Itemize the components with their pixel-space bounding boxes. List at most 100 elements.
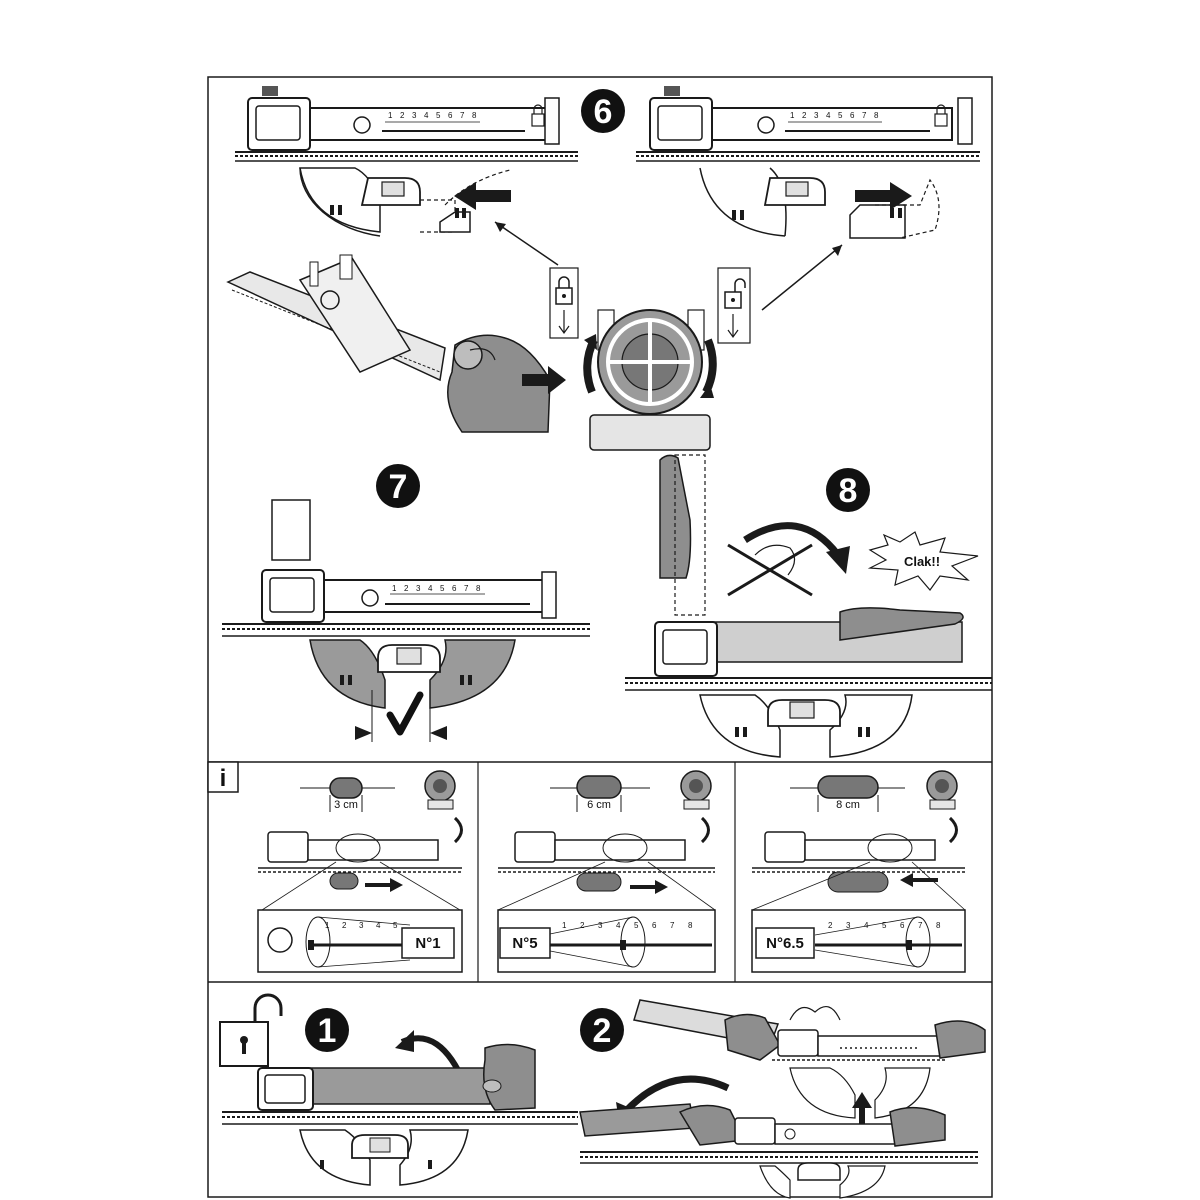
step1-unlock-icon — [219, 993, 283, 1067]
svg-text:6: 6 — [900, 921, 905, 930]
step1-device — [222, 1043, 578, 1186]
info-panel-1: 3 cm 1 2 3 4 5 N°1 — [257, 770, 463, 973]
svg-text:8: 8 — [936, 921, 941, 930]
step8-device — [625, 607, 992, 758]
step8-badge: 8 — [826, 468, 870, 512]
svg-text:3: 3 — [598, 921, 603, 930]
step2-up-arrowhead — [852, 1092, 872, 1108]
setting-marker-3 — [906, 940, 912, 950]
tick-3: 3 — [814, 111, 819, 120]
info-panel-2: 6 cm 1 2 3 4 5 6 7 8 N°5 — [497, 770, 716, 973]
tick-7: 7 — [460, 111, 465, 120]
step2-lower-device — [579, 1103, 978, 1199]
step6-right-scale: 1 2 3 4 5 6 7 8 — [788, 111, 882, 123]
step6-right-lock-icon — [934, 104, 948, 127]
tick-4: 4 — [424, 111, 429, 120]
tick-6: 6 — [850, 111, 855, 120]
step2-upper-device — [633, 999, 986, 1119]
tick-4: 4 — [428, 584, 433, 593]
step8-number: 8 — [839, 472, 858, 510]
step1-number: 1 — [318, 1012, 337, 1050]
step7-number: 7 — [389, 468, 408, 506]
tick-5: 5 — [440, 584, 445, 593]
checkmark-icon — [386, 691, 424, 736]
tick-5: 5 — [436, 111, 441, 120]
setting-marker-2 — [620, 940, 626, 950]
hand-turning-knob — [447, 334, 551, 433]
rail-perspective — [226, 254, 446, 382]
step7-badge: 7 — [376, 464, 420, 508]
svg-text:7: 7 — [918, 921, 923, 930]
svg-text:3: 3 — [846, 921, 851, 930]
info-panel-3: 8 cm 2 3 4 5 6 7 8 N°6.5 — [751, 770, 966, 973]
tick-2: 2 — [404, 584, 409, 593]
tick-8: 8 — [472, 111, 477, 120]
svg-text:8: 8 — [688, 921, 693, 930]
tick-6: 6 — [448, 111, 453, 120]
svg-text:5: 5 — [634, 921, 639, 930]
tick-8: 8 — [874, 111, 879, 120]
tick-7: 7 — [464, 584, 469, 593]
svg-text:1: 1 — [325, 921, 330, 930]
tick-8: 8 — [476, 584, 481, 593]
tick-1: 1 — [392, 584, 397, 593]
width-label-2: 6 cm — [587, 799, 611, 811]
setting-label-2: N°5 — [512, 935, 537, 952]
tick-3: 3 — [416, 584, 421, 593]
svg-text:2: 2 — [828, 921, 833, 930]
step2-badge: 2 — [580, 1008, 624, 1052]
svg-text:4: 4 — [864, 921, 869, 930]
svg-text:2: 2 — [580, 921, 585, 930]
svg-text:4: 4 — [616, 921, 621, 930]
step7-scale: 1 2 3 4 5 6 7 8 — [390, 584, 485, 595]
step6-badge: 6 — [581, 89, 625, 133]
step2-number: 2 — [593, 1012, 612, 1050]
svg-text:2: 2 — [342, 921, 347, 930]
knob-closeup — [583, 309, 717, 451]
step6-number: 6 — [594, 93, 613, 131]
setting-label-3: N°6.5 — [766, 935, 804, 952]
tick-7: 7 — [862, 111, 867, 120]
step6-right-device — [636, 86, 980, 239]
step2-flip-arrow — [622, 1075, 730, 1115]
step6-left-lock-icon — [531, 104, 545, 127]
tick-4: 4 — [826, 111, 831, 120]
tick-5: 5 — [838, 111, 843, 120]
tick-6: 6 — [452, 584, 457, 593]
tick-1: 1 — [388, 111, 393, 120]
step8-hand-vertical — [659, 454, 706, 616]
padlock-locked-icon — [549, 267, 579, 339]
info-marker: i — [207, 761, 239, 793]
tick-3: 3 — [412, 111, 417, 120]
svg-text:6: 6 — [652, 921, 657, 930]
step7-device — [222, 499, 590, 742]
outer-frame — [207, 76, 993, 1198]
step6-left-scale: 1 2 3 4 5 6 7 8 — [385, 111, 480, 123]
svg-text:5: 5 — [393, 921, 398, 930]
padlock-unlocked-icon — [717, 267, 751, 344]
svg-text:3: 3 — [359, 921, 364, 930]
width-label-3: 8 cm — [836, 799, 860, 811]
svg-text:5: 5 — [882, 921, 887, 930]
svg-text:1: 1 — [562, 921, 567, 930]
step1-lift-arrowhead — [395, 1030, 414, 1052]
step6-left-device — [235, 86, 578, 237]
pointer-arrows — [494, 221, 843, 311]
step1-badge: 1 — [305, 1008, 349, 1052]
tick-1: 1 — [790, 111, 795, 120]
info-letter: i — [220, 765, 227, 792]
step8-rotate-arrowhead — [826, 546, 850, 574]
tick-2: 2 — [802, 111, 807, 120]
svg-text:7: 7 — [670, 921, 675, 930]
clak-burst: Clak!! — [867, 531, 979, 591]
svg-text:4: 4 — [376, 921, 381, 930]
clak-text: Clak!! — [904, 554, 940, 569]
step8-crossed-hand — [727, 543, 813, 597]
setting-marker-1 — [308, 940, 314, 950]
tick-2: 2 — [400, 111, 405, 120]
width-label-1: 3 cm — [334, 799, 358, 811]
arrow-to-knob — [522, 366, 566, 394]
setting-label-1: N°1 — [415, 935, 440, 952]
step8-rotate-arrow — [743, 522, 841, 558]
